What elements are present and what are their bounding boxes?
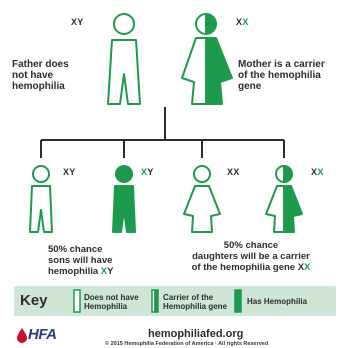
key-legend: Key Does not have Hemophilia Carrier of … bbox=[14, 286, 336, 316]
hfa-logo: HFA bbox=[28, 326, 57, 343]
daughter2-chromosomes: XX bbox=[311, 167, 324, 177]
key-label-carrier-line1: Carrier of the bbox=[163, 293, 214, 302]
key-swatch-carrier bbox=[151, 289, 159, 313]
son2-chromosome-x: X bbox=[141, 167, 148, 177]
daughter1-chromosomes: XX bbox=[227, 167, 240, 177]
son1-chromosomes: XY bbox=[63, 167, 76, 177]
son2-chromosome-y: Y bbox=[147, 167, 154, 177]
father-description: Father does not have hemophilia bbox=[12, 59, 69, 92]
daughters-note-x1: X bbox=[297, 262, 305, 273]
footer-url[interactable]: hemophiliafed.org bbox=[148, 328, 244, 340]
father-description-line1: Father does bbox=[12, 59, 69, 70]
father-description-line2: not have bbox=[12, 70, 54, 81]
daughters-note-line3: of the hemophilia gene XX bbox=[176, 262, 326, 273]
mother-chromosomes: XX bbox=[236, 17, 249, 27]
mother-chromosome-x-carrier: X bbox=[242, 17, 249, 27]
sons-note-x: X bbox=[100, 266, 108, 277]
mother-figure bbox=[181, 12, 233, 105]
sons-note-y: Y bbox=[107, 266, 114, 277]
daughter2-chromosome-x-normal: X bbox=[311, 167, 318, 177]
father-chromosomes: XY bbox=[71, 17, 84, 27]
sons-note-line2: sons will have bbox=[48, 255, 113, 266]
family-connector-lines bbox=[40, 107, 285, 158]
key-title: Key bbox=[20, 292, 48, 309]
daughters-note-line3-text: of the hemophilia gene bbox=[191, 262, 296, 273]
hfa-drop-icon bbox=[17, 328, 27, 343]
son-unaffected-figure bbox=[29, 165, 53, 233]
daughter2-chromosome-x-carrier: X bbox=[317, 167, 324, 177]
sons-probability-note: 50% chance sons will have hemophilia XY bbox=[48, 244, 113, 277]
mother-description-line2: of the hemophilia bbox=[238, 70, 321, 81]
father-figure bbox=[107, 13, 141, 105]
father-description-line3: hemophilia bbox=[12, 81, 65, 92]
key-swatch-has bbox=[234, 289, 242, 313]
mother-description: Mother is a carrier of the hemophilia ge… bbox=[238, 59, 325, 92]
daughters-note-x2: X bbox=[304, 262, 311, 273]
son-affected-figure bbox=[112, 165, 136, 233]
daughter-unaffected-figure bbox=[183, 165, 221, 233]
sons-note-line3: hemophilia XY bbox=[48, 266, 113, 277]
sons-note-line1: 50% chance bbox=[48, 244, 103, 255]
sons-note-line3-text: hemophilia bbox=[48, 266, 99, 277]
daughters-note-line2: daughters will be a carrier bbox=[192, 251, 310, 262]
daughter-carrier-figure bbox=[265, 164, 303, 233]
mother-description-line1: Mother is a carrier bbox=[238, 59, 325, 70]
daughters-note-line1: 50% chance bbox=[223, 240, 279, 251]
key-label-not-have-line1: Does not have bbox=[84, 293, 139, 302]
key-label-carrier: Carrier of the Hemophilia gene bbox=[163, 293, 227, 311]
mother-chromosome-x-normal: X bbox=[236, 17, 243, 27]
key-swatch-not-have bbox=[73, 289, 81, 313]
key-label-carrier-line2: Hemophilia gene bbox=[163, 302, 228, 311]
daughters-probability-note: 50% chance daughters will be a carrier o… bbox=[176, 240, 326, 273]
key-label-has: Has Hemophilia bbox=[247, 297, 308, 306]
key-label-not-have-line2: Hemophilia bbox=[84, 302, 128, 311]
key-label-not-have: Does not have Hemophilia bbox=[84, 293, 139, 311]
pedigree-diagram bbox=[29, 12, 303, 233]
son2-chromosomes: XY bbox=[141, 167, 154, 177]
footer-copyright: © 2015 Hemophilia Federation of America … bbox=[105, 341, 269, 347]
mother-description-line3: gene bbox=[238, 81, 262, 92]
